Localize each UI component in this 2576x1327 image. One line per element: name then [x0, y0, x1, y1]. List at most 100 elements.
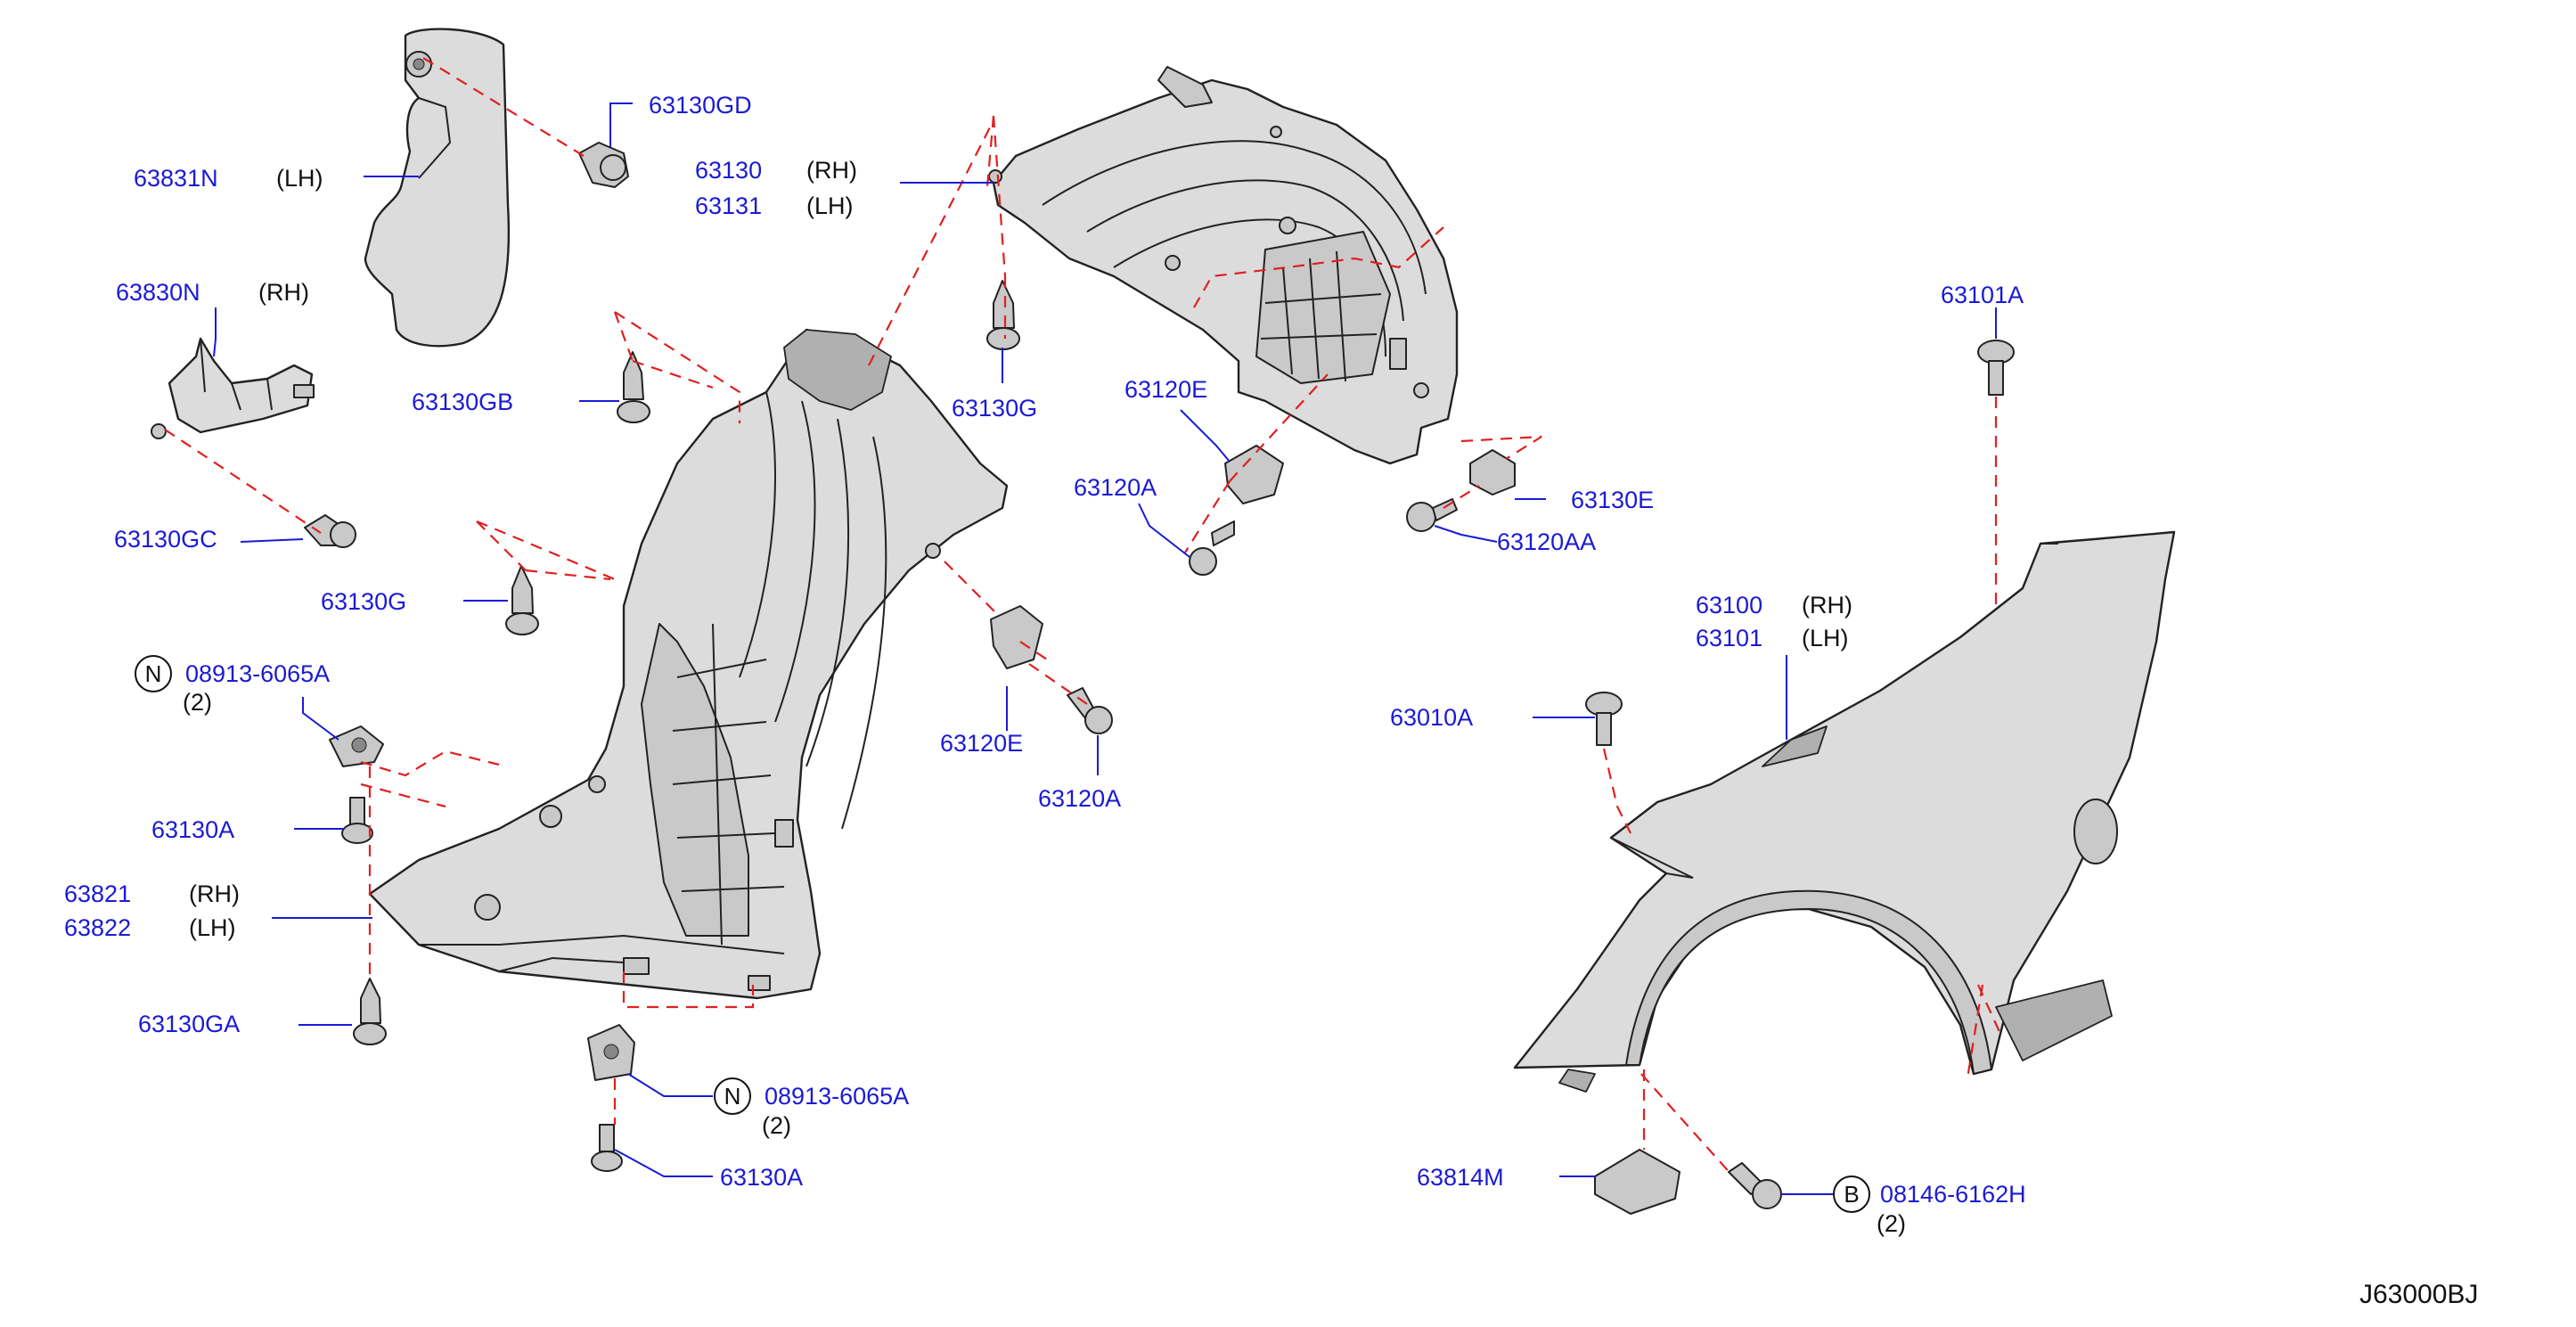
symbol-letter: N — [145, 660, 162, 687]
fender-liner-right-part — [988, 66, 1459, 465]
callout-63130A-bottom: 63130A — [720, 1164, 803, 1191]
screw-63130A-bottom — [591, 1124, 623, 1172]
side-note: (LH) — [1802, 625, 1849, 651]
part-number: 63130GC — [114, 526, 217, 553]
side-note: (LH) — [806, 192, 854, 219]
quantity: (2) — [762, 1112, 791, 1139]
callout-63130: 63130 (RH) — [695, 157, 857, 184]
callout-63120E-mid: 63120E — [940, 730, 1023, 757]
callout-63130E: 63130E — [1571, 487, 1654, 513]
part-number: 63101 — [1696, 625, 1762, 651]
part-number: 63130E — [1571, 487, 1654, 513]
clip-63130GA — [353, 978, 387, 1045]
part-number: 63814M — [1417, 1164, 1504, 1191]
screw-63120A-top — [1189, 520, 1235, 576]
part-number: 63120A — [1074, 474, 1157, 501]
clip-63120E-mid — [990, 605, 1043, 669]
part-number: 63100 — [1696, 592, 1762, 618]
callout-63130GA: 63130GA — [138, 1011, 240, 1037]
bolt-08146 — [1728, 1162, 1782, 1209]
screw-63130A-left — [341, 797, 373, 844]
nut-08913-top — [329, 725, 384, 767]
clip-63130GC — [304, 514, 356, 548]
callout-63131: 63131 (LH) — [695, 192, 854, 219]
part-number: 63120A — [1038, 785, 1121, 812]
bracket-rh-part — [151, 337, 315, 439]
part-number: 63130A — [151, 816, 234, 843]
clip-63130GD — [578, 142, 629, 188]
part-number: 08913-6065A — [185, 660, 330, 687]
clip-63120E-top — [1224, 445, 1284, 504]
callout-63130G-top: 63130G — [952, 395, 1037, 422]
symbol-letter: B — [1844, 1181, 1859, 1208]
callout-08913-bottom: N 08913-6065A (2) — [714, 1077, 909, 1139]
front-fender-liner-left-part — [368, 328, 1009, 1000]
quantity: (2) — [183, 689, 212, 716]
mud-guard-lh-part — [364, 28, 511, 348]
part-number: 63822 — [64, 914, 131, 941]
clip-63130GB — [617, 351, 650, 423]
callout-63821: 63821 (RH) — [64, 881, 240, 907]
symbol-circle — [135, 655, 172, 692]
callout-63101A: 63101A — [1941, 282, 2024, 308]
side-note: (RH) — [258, 279, 309, 306]
part-number: 63120AA — [1497, 528, 1596, 555]
callout-08146: B 08146-6162H (2) — [1833, 1175, 2026, 1237]
part-number: 63131 — [695, 192, 762, 219]
side-note: (LH) — [189, 914, 236, 941]
part-number: 63130GB — [412, 389, 513, 415]
clip-63130E — [1469, 449, 1516, 496]
callout-63120A-mid: 63120A — [1038, 785, 1121, 812]
part-number: 63101A — [1941, 282, 2024, 308]
callout-63130GB: 63130GB — [412, 389, 513, 415]
screw-63120A-mid — [1067, 687, 1113, 734]
part-number: 63120E — [940, 730, 1023, 757]
callout-63814M: 63814M — [1417, 1164, 1504, 1191]
part-number: 63130GD — [649, 92, 752, 119]
part-number: 63821 — [64, 881, 131, 907]
symbol-circle — [714, 1077, 751, 1115]
callout-63101: 63101 (LH) — [1696, 625, 1849, 651]
part-number: 08913-6065A — [765, 1083, 909, 1110]
callout-63830N: 63830N (RH) — [116, 279, 309, 306]
pad-63814M — [1594, 1149, 1681, 1215]
symbol-letter: N — [724, 1083, 741, 1110]
callout-63130GC: 63130GC — [114, 526, 217, 553]
callout-63120AA: 63120AA — [1497, 528, 1596, 555]
clip-63130G-top — [986, 280, 1020, 350]
symbol-circle — [1833, 1175, 1870, 1213]
part-number: 63130A — [720, 1164, 803, 1191]
part-number: 63130GA — [138, 1011, 240, 1037]
bolt-63101A — [1977, 340, 2015, 396]
side-note: (RH) — [806, 157, 857, 184]
callout-63120E-top: 63120E — [1124, 376, 1207, 403]
side-note: (LH) — [276, 165, 323, 192]
callout-63130A-left: 63130A — [151, 816, 234, 843]
callout-63130G-left: 63130G — [321, 588, 406, 615]
part-number: 63830N — [116, 279, 200, 306]
assembly-lines — [164, 57, 2002, 1177]
callout-63130GD: 63130GD — [649, 92, 752, 119]
fasteners — [304, 142, 2015, 1215]
side-note: (RH) — [1802, 592, 1852, 618]
part-number: 63010A — [1390, 704, 1473, 731]
callout-63822: 63822 (LH) — [64, 914, 236, 941]
front-fender-part — [1513, 530, 2176, 1093]
callout-63100: 63100 (RH) — [1696, 592, 1852, 618]
part-number: 08146-6162H — [1880, 1181, 2026, 1208]
part-number: 63130G — [321, 588, 406, 615]
leader-lines — [213, 102, 1997, 1195]
callout-63831N: 63831N (LH) — [134, 165, 323, 192]
part-number: 63130G — [952, 395, 1037, 422]
part-number: 63120E — [1124, 376, 1207, 403]
part-number: 63130 — [695, 157, 762, 184]
bolt-63010A — [1585, 692, 1623, 746]
nut-08913-bottom — [587, 1024, 635, 1081]
diagram-code: J63000BJ — [2359, 1280, 2478, 1309]
clip-63130G-left — [505, 565, 539, 635]
side-note: (RH) — [189, 881, 240, 907]
part-number: 63831N — [134, 165, 218, 192]
callout-08913-top: N 08913-6065A (2) — [135, 655, 330, 716]
